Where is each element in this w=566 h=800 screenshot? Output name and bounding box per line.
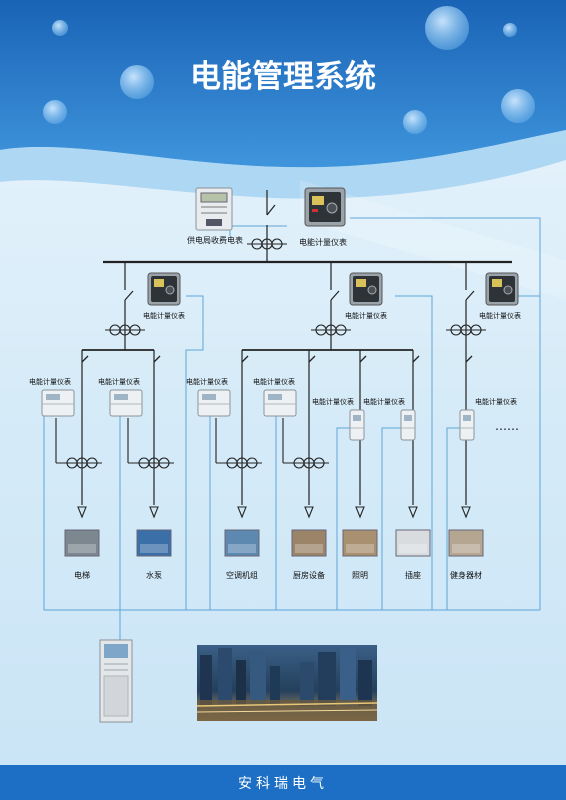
branch-meter: 电能计量仪表 — [479, 272, 521, 320]
load-socket: 插座 — [395, 506, 431, 580]
elevator-icon — [64, 529, 100, 557]
load-label: 照明 — [352, 571, 368, 580]
load-label: 空调机组 — [226, 570, 258, 580]
branch-meter: 电能计量仪表 — [143, 272, 185, 320]
circuit-meter-label: 电能计量仪表 — [253, 377, 295, 386]
circuit-meter: 电能计量仪表 — [312, 397, 365, 441]
load-label: 电梯 — [74, 570, 90, 580]
page-title: 电能管理系统 — [190, 59, 376, 95]
footer: 安科瑞电气 — [0, 765, 566, 800]
load-label: 插座 — [405, 570, 421, 580]
air-conditioner-unit-icon — [224, 529, 260, 557]
load-gym-equipment: 健身器材 — [448, 506, 484, 580]
circuit-meter-label: 电能计量仪表 — [29, 377, 71, 386]
header-banner: 电能管理系统 — [0, 0, 566, 199]
circuit-meter: 电能计量仪表 — [186, 377, 231, 417]
company-name: 安科瑞电气 — [238, 776, 328, 792]
server-cabinet — [99, 639, 133, 723]
water-pump-icon — [136, 529, 172, 557]
city-skyline-image — [196, 645, 378, 721]
circuit-meter: 电能计量仪表 — [29, 377, 75, 417]
main-meter-label: 电能计量仪表 — [299, 237, 347, 247]
load-water-pump: 水泵 — [136, 506, 172, 580]
load-lighting: 照明 — [342, 506, 378, 580]
load-air-conditioner-unit: 空调机组 — [224, 506, 260, 580]
main-energy-meter: 电能计量仪表 — [299, 187, 347, 247]
branch-meter-label: 电能计量仪表 — [479, 311, 521, 320]
socket-icon — [395, 529, 431, 557]
branch-meter-label: 电能计量仪表 — [143, 311, 185, 320]
utility-meter: 供电局收费电表 — [187, 187, 243, 245]
kitchen-equipment-icon — [291, 529, 327, 557]
circuit-meter-label: 电能计量仪表 — [475, 397, 517, 406]
circuit-meter-label: 电能计量仪表 — [186, 377, 228, 386]
lighting-icon — [342, 529, 378, 557]
circuit-meter: 电能计量仪表 — [459, 397, 517, 441]
circuit-meter-label: 电能计量仪表 — [363, 397, 405, 406]
gym-equipment-icon — [448, 529, 484, 557]
more-circuits-ellipsis: …… — [495, 419, 519, 433]
communication-bus — [43, 217, 541, 640]
load-kitchen-equipment: 厨房设备 — [291, 506, 327, 580]
load-elevator: 电梯 — [64, 506, 100, 580]
utility-meter-label: 供电局收费电表 — [187, 235, 243, 245]
circuit-meter: 电能计量仪表 — [98, 377, 143, 417]
load-label: 健身器材 — [450, 570, 482, 580]
current-transformers — [55, 238, 486, 469]
load-label: 水泵 — [146, 570, 162, 580]
branch-meter: 电能计量仪表 — [345, 272, 387, 320]
load-label: 厨房设备 — [293, 570, 325, 580]
circuit-meter-label: 电能计量仪表 — [98, 377, 140, 386]
branch-meter-label: 电能计量仪表 — [345, 311, 387, 320]
circuit-meter-label: 电能计量仪表 — [312, 397, 354, 406]
circuit-meter: 电能计量仪表 — [363, 397, 416, 441]
circuit-meter: 电能计量仪表 — [253, 377, 297, 417]
